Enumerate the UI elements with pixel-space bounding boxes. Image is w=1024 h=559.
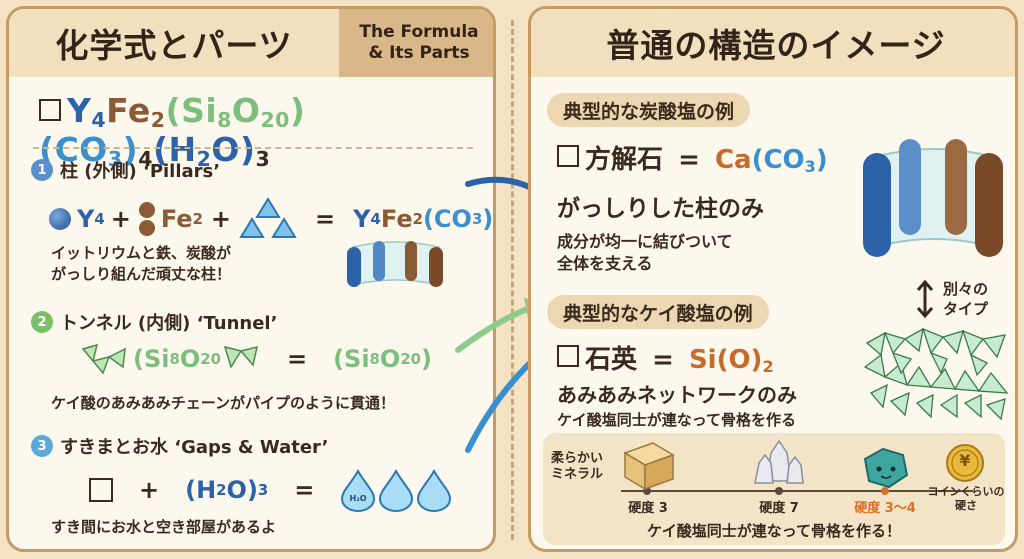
water-drops-icon: H₂O <box>341 468 452 512</box>
hardness-scale: 柔らかい ミネラル <box>543 433 1005 545</box>
yen-symbol: ¥ <box>959 451 971 470</box>
tunnel-description: ケイ酸のあみあみチェーンがパイプのように貫通！ <box>51 394 395 412</box>
coin-hardness-label: コインくらいの 硬さ <box>927 485 1005 512</box>
hardness-7-label: 硬度 7 <box>759 501 799 516</box>
full-formula: Y4Fe2(Si8O20)(CO3)4(H2O)3 <box>39 91 306 172</box>
silicate-example-label: 典型的なケイ酸塩の例 <box>547 295 769 329</box>
quartz-formula: 石英 = Si(O)2 <box>557 339 774 376</box>
hardness-3-label: 硬度 3 <box>628 501 668 516</box>
number-badge-icon: 1 <box>31 159 53 181</box>
vacancy-box-icon <box>39 99 61 121</box>
vacancy-box-icon <box>89 478 113 502</box>
pillars-description: イットリウムと鉄、炭酸が がっしり組んだ頑丈な柱！ <box>51 244 232 283</box>
iron-spheres-icon <box>138 202 155 236</box>
number-badge-icon: 3 <box>31 435 53 457</box>
panel-title: 化学式とパーツ <box>9 9 339 77</box>
svg-text:H₂O: H₂O <box>350 494 367 503</box>
gaps-description: すき間にお水と空き部屋があるよ <box>51 518 277 536</box>
checkbox-icon <box>557 145 579 167</box>
carbonate-description: 成分が均一に結びついて 全体を支える <box>557 232 733 273</box>
quartz-crystal-icon <box>754 439 804 484</box>
double-arrow-icon <box>916 279 934 319</box>
yen-coin-icon <box>946 444 984 482</box>
silicate-headline: あみあみネットワークのみ <box>557 383 797 407</box>
calcite-formula: 方解石 = Ca(CO3) <box>557 139 828 176</box>
hardness-scale-graphic <box>621 439 984 495</box>
scale-caption: ケイ酸塩同士が連なって骨格を作る！ <box>647 522 901 540</box>
section-pillars-title: 1 柱 (外側) ‘Pillars’ <box>31 157 220 183</box>
yttrium-sphere-icon <box>49 208 71 230</box>
panel-title-english: The Formula & Its Parts <box>339 9 493 77</box>
carbonate-example-label: 典型的な炭酸塩の例 <box>547 93 751 127</box>
formula-panel: 化学式とパーツ The Formula & Its Parts Y4Fe2(Si… <box>6 6 496 552</box>
separate-types-label: 別々の タイプ <box>943 280 989 318</box>
number-badge-icon: 2 <box>31 311 53 333</box>
divider <box>33 147 473 149</box>
section-gaps-title: 3 すきまとお水 ‘Gaps & Water’ <box>31 433 329 459</box>
silicate-chain-icon <box>223 345 258 369</box>
carbonate-headline: がっしりした柱のみ <box>557 196 764 222</box>
calcite-crystal-icon <box>623 442 675 491</box>
carbonate-triangles-icon <box>239 197 297 238</box>
center-divider <box>511 20 514 540</box>
pillars-equation: Y4 + Fe2 + = Y4Fe2(CO3)4 <box>49 197 493 241</box>
arrow-to-silicate-icon <box>455 305 533 353</box>
checkbox-icon <box>557 345 579 367</box>
pillars-structure-icon <box>347 241 443 287</box>
panel-title: 普通の構造のイメージ <box>531 9 1015 77</box>
calcite-pillars-icon <box>863 139 1003 257</box>
soft-mineral-label: 柔らかい ミネラル <box>551 451 604 482</box>
silicate-chain-icon <box>81 343 126 375</box>
structure-panel: 普通の構造のイメージ 典型的な炭酸塩の例 方解石 = Ca(CO3) がっしりし… <box>528 6 1018 552</box>
section-tunnel-title: 2 トンネル (内側) ‘Tunnel’ <box>31 309 277 335</box>
gem-mineral-icon <box>863 447 909 489</box>
hardness-3-4-label: 硬度 3〜4 <box>854 501 916 516</box>
silicate-description: ケイ酸塩同士が連なって骨格を作る <box>557 411 796 429</box>
quartz-network-icon <box>863 327 1009 421</box>
